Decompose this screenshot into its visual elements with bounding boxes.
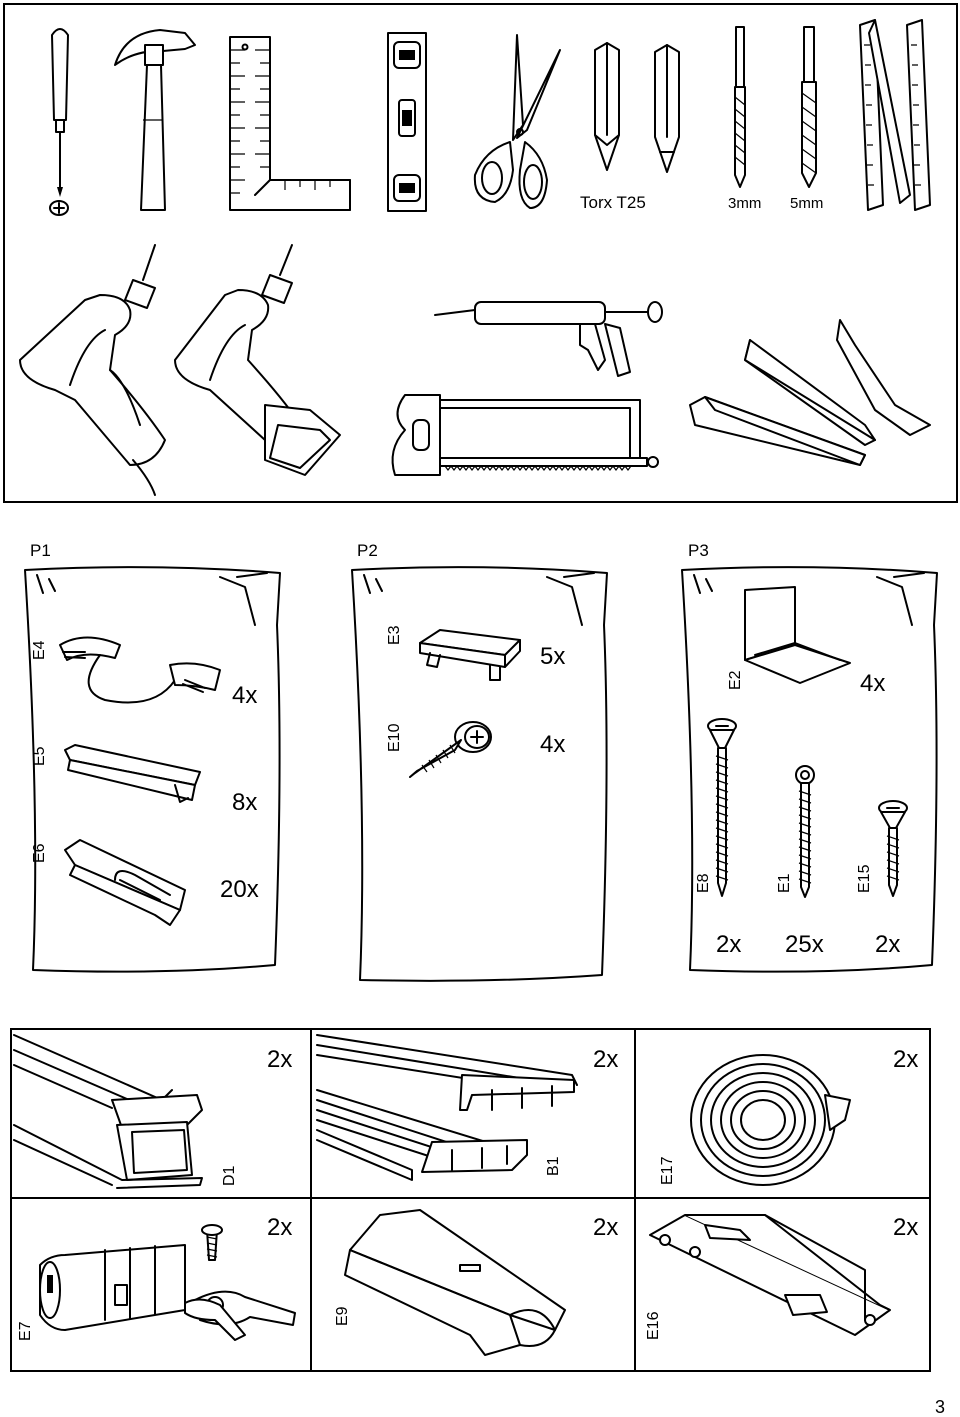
bag-title-p3: P3 (688, 541, 709, 560)
tools-panel (3, 3, 958, 503)
square-ruler-icon (225, 35, 355, 215)
qty-e16: 2x (893, 1214, 919, 1241)
bag-outline-p2 (342, 565, 612, 985)
part-code-e3: E3 (386, 625, 403, 645)
qty-e6: 20x (220, 876, 259, 903)
washer-screw-icon (405, 715, 495, 780)
grid-divider-h (10, 1197, 931, 1199)
screwdriver-bit-icon (650, 42, 685, 177)
bag-outline-p1 (15, 565, 285, 985)
part-code-e4: E4 (31, 640, 48, 660)
drill-3mm-label: 3mm (728, 195, 762, 212)
scissors-icon (465, 30, 565, 215)
qty-d1: 2x (267, 1046, 293, 1073)
track-clip-icon (60, 835, 190, 930)
qty-e8: 2x (716, 931, 742, 958)
parts-grid (10, 1028, 931, 1372)
qty-e17: 2x (893, 1046, 919, 1073)
qty-e2: 4x (860, 670, 886, 697)
part-code-e7: E7 (17, 1321, 34, 1341)
drill-5mm-label: 5mm (790, 195, 824, 212)
grid-divider-v2 (634, 1028, 636, 1372)
grid-divider-v1 (310, 1028, 312, 1372)
spirit-level-icon (385, 30, 430, 215)
part-code-d1: D1 (221, 1165, 238, 1186)
qty-b1: 2x (593, 1046, 619, 1073)
qty-e9: 2x (593, 1214, 619, 1241)
part-code-e5: E5 (31, 746, 48, 766)
page-number: 3 (935, 1397, 946, 1417)
qty-e5: 8x (232, 789, 258, 816)
part-code-e6: E6 (31, 843, 48, 863)
qty-e4: 4x (232, 682, 258, 709)
handle-profile-icon (340, 1205, 580, 1365)
hacksaw-icon (385, 390, 665, 485)
part-code-e15: E15 (856, 864, 873, 893)
lock-cylinder-icon (35, 1225, 310, 1345)
tape-roll-icon (685, 1040, 855, 1190)
drill-bit-5mm-icon (797, 25, 821, 190)
long-screw-icon (702, 718, 742, 898)
rail-profile-icon (12, 1030, 212, 1190)
qty-e1: 25x (785, 931, 824, 958)
end-cap-icon (60, 740, 205, 805)
caulking-gun-icon (430, 290, 670, 380)
bracket-block-icon (415, 625, 525, 685)
drill-bit-3mm-icon (730, 25, 750, 190)
angle-bracket-icon (740, 585, 855, 685)
cable-clip-icon (55, 630, 225, 710)
bag-outline-p3 (672, 565, 942, 985)
qty-e15: 2x (875, 931, 901, 958)
hammer-icon (105, 25, 200, 220)
qty-e10: 4x (540, 731, 566, 758)
wedges-icon (685, 315, 945, 475)
screwdriver-icon (40, 25, 80, 225)
part-code-e17: E17 (659, 1156, 676, 1185)
short-screw-icon (873, 800, 913, 900)
part-code-e10: E10 (386, 723, 403, 752)
bag-title-p1: P1 (30, 541, 51, 560)
folding-ruler-icon (855, 15, 935, 215)
screw-icon (790, 765, 820, 900)
cordless-drill-icon (170, 240, 350, 480)
bag-title-p2: P2 (357, 541, 378, 560)
qty-e7: 2x (267, 1214, 293, 1241)
latch-plate-icon (645, 1210, 895, 1360)
corded-drill-icon (15, 240, 175, 495)
qty-e3: 5x (540, 643, 566, 670)
double-rail-icon (312, 1030, 582, 1190)
torx-bit-icon (590, 40, 625, 175)
torx-label: Torx T25 (580, 193, 646, 212)
